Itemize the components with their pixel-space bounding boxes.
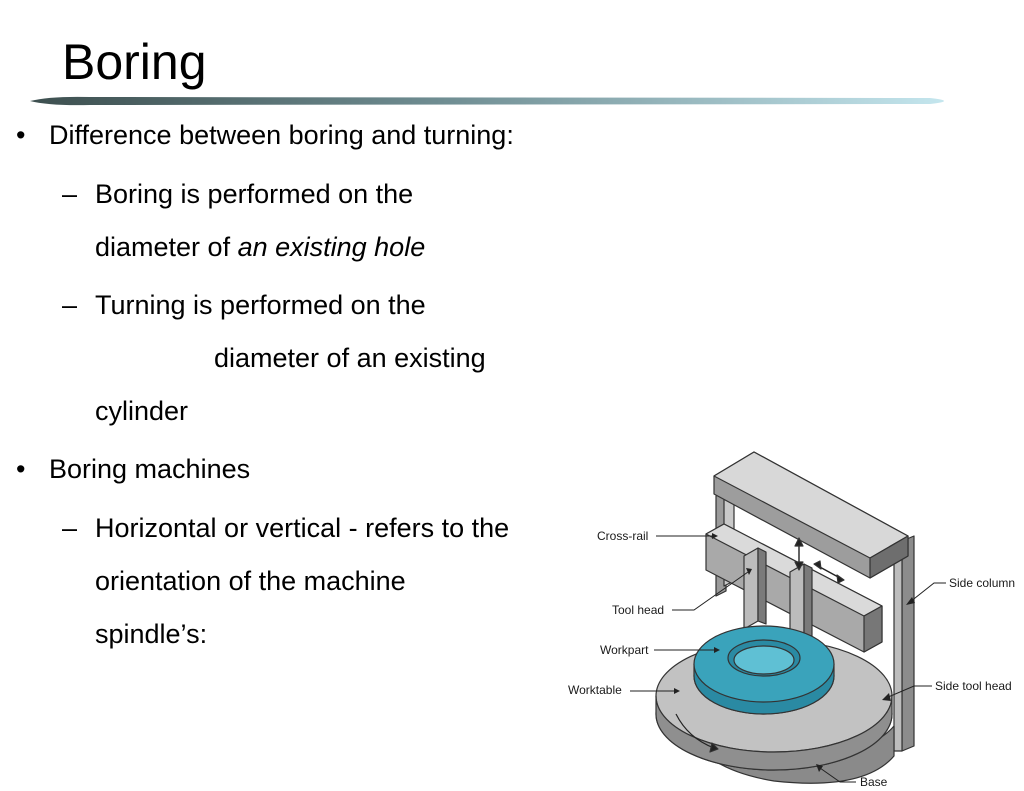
sub-boring-line2-prefix: diameter of (95, 232, 238, 262)
label-side-column: Side column (949, 576, 1015, 590)
sub-turning-line2: diameter of an existing (214, 343, 486, 373)
label-side-tool-head: Side tool head (935, 679, 1012, 693)
dash-marker: – (62, 179, 78, 209)
bullet-marker: • (16, 454, 26, 484)
label-worktable: Worktable (568, 683, 622, 697)
dash-marker: – (62, 513, 78, 543)
dash-marker: – (62, 290, 78, 320)
sub-orientation-line3: spindle’s: (95, 619, 208, 649)
sub-boring-line1: Boring is performed on the (95, 179, 414, 209)
label-workpart: Workpart (600, 643, 649, 657)
sub-boring-line2: diameter of an existing hole (95, 230, 425, 265)
bullet-marker: • (16, 120, 26, 150)
figure-labels: Cross-rail Tool head Workpart Worktable … (568, 529, 1015, 789)
emphasis-existing-hole: an existing hole (237, 232, 426, 262)
label-base: Base (860, 775, 888, 789)
label-cross-rail: Cross-rail (597, 529, 648, 543)
sub-turning-line3: cylinder (95, 396, 189, 426)
vertical-boring-mill-diagram: Cross-rail Tool head Workpart Worktable … (564, 446, 1024, 791)
title-underline (30, 96, 944, 106)
sub-orientation-line2: orientation of the machine (95, 566, 406, 596)
machine-illustration (655, 451, 915, 784)
bullet-boring-machines: Boring machines (49, 454, 251, 484)
side-column-shape (901, 535, 915, 752)
bullet-difference: Difference between boring and turning: (49, 120, 514, 150)
tool-head-left (743, 547, 759, 630)
slide-title: Boring (62, 34, 207, 90)
sub-orientation-line1: Horizontal or vertical - refers to the (95, 513, 510, 543)
sub-turning-line1: Turning is performed on the (95, 290, 426, 320)
label-tool-head: Tool head (612, 603, 664, 617)
